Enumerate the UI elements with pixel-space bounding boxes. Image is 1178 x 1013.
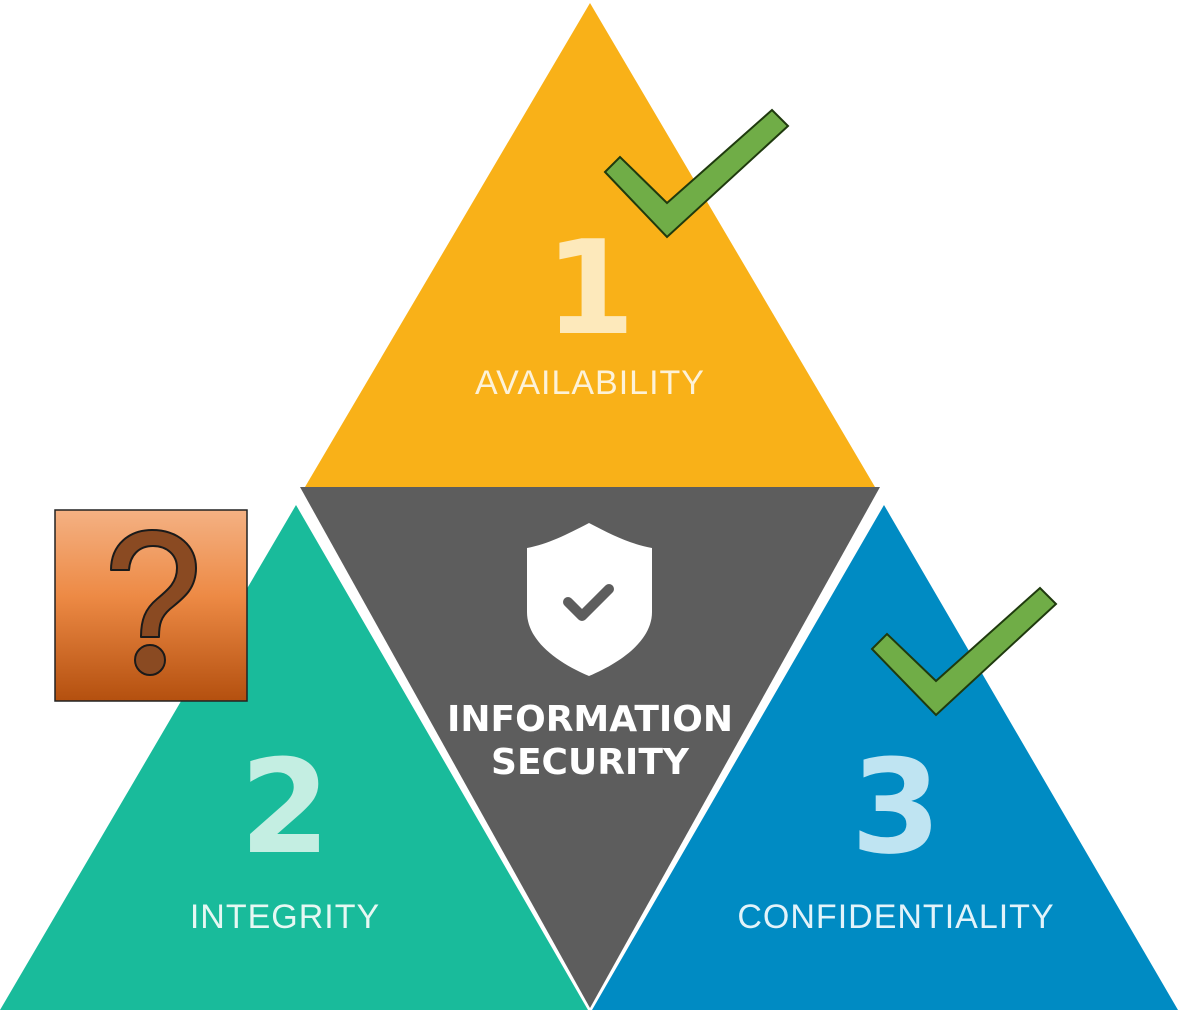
shield-check-icon [527,523,652,676]
integrity-segment [0,505,588,1010]
check-icon [870,586,1058,717]
center-title-line1: INFORMATION [447,699,733,740]
availability-segment [305,3,875,487]
confidentiality-number: 3 [851,731,941,883]
integrity-label: INTEGRITY [190,898,380,936]
availability-label: AVAILABILITY [475,364,705,402]
center-title-line2: SECURITY [491,742,690,783]
availability-number: 1 [545,212,635,364]
question-mark-icon [54,509,248,702]
information-security-segment [300,487,880,1008]
check-icon [603,108,790,239]
confidentiality-label: CONFIDENTIALITY [737,898,1054,936]
integrity-number: 2 [240,731,330,883]
confidentiality-segment [592,505,1178,1010]
